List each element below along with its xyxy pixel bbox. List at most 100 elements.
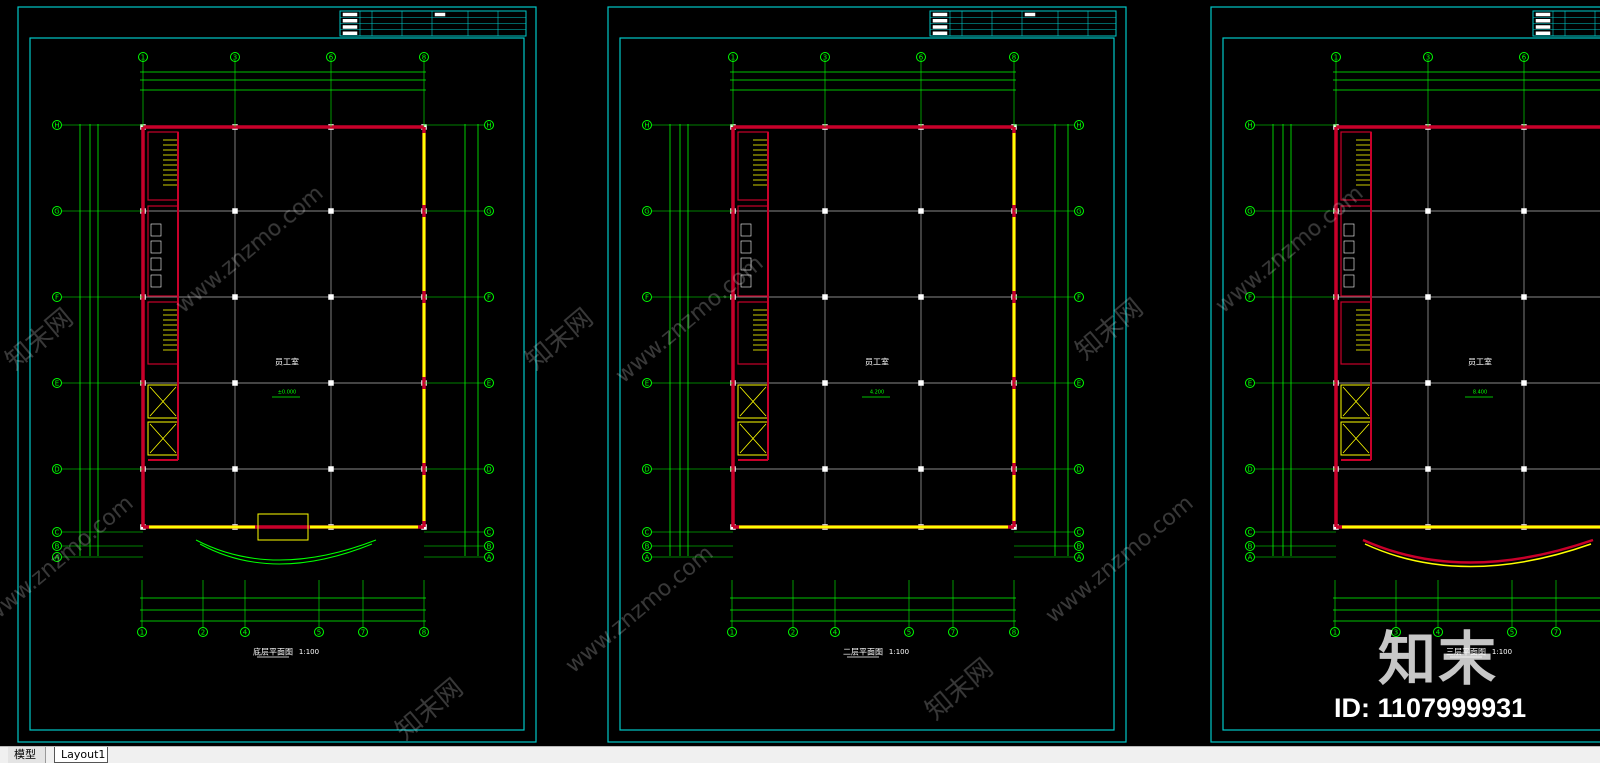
axis-bubble-right-H [1074,120,1084,130]
sheet-title: 二层平面图 [843,648,883,657]
toilet-fixture [740,274,752,288]
axis-bubble-left-A [1245,552,1255,562]
structural-column [1425,466,1431,472]
elevator-cross [149,386,177,417]
toilet-block [147,205,179,297]
axis-bubble-top-3-label: 3 [233,54,237,62]
sheet-outer-frame [17,6,537,743]
structural-column [1521,294,1527,300]
title-block-text-mark [342,12,358,17]
axis-bubble-right-F-label: F [487,294,491,302]
toilet-fixture [740,257,752,271]
room-label: 员工室 [275,357,299,367]
axis-bubble-bottom-4 [240,627,250,637]
tab-layout1[interactable]: Layout1 [54,747,108,763]
axis-bubble-bottom-5-label: 5 [1510,629,1514,637]
axis-bubble-bottom-4 [830,627,840,637]
axis-bubble-right-F [1074,292,1084,302]
sheet-title: 三层平面图 [1446,648,1486,657]
axis-bubble-left-E [52,378,62,388]
entrance-steps [199,543,373,565]
structural-column [328,380,334,386]
axis-bubble-left-C-label: C [645,529,650,537]
axis-bubble-left-C [642,527,652,537]
toilet-fixture [150,240,162,254]
axis-bubble-left-C-label: C [1248,529,1253,537]
entrance-steps [195,539,377,561]
sheet-scale: 1:100 [299,648,319,656]
axis-bubble-left-H-label: H [644,122,649,130]
axis-bubble-bottom-8-label: 8 [1012,629,1016,637]
title-block [339,10,527,37]
axis-bubble-bottom-7 [358,627,368,637]
axis-bubble-top-6-label: 6 [329,54,334,62]
axis-bubble-top-8 [419,52,429,62]
level-mark: ±0.000 [278,390,297,396]
axis-bubble-top-8 [1009,52,1019,62]
structural-column [1521,466,1527,472]
room-label: 员工室 [865,357,889,367]
watermark-layer: www.znzmo.comwww.znzmo.comwww.znzmo.comw… [0,181,1368,746]
axis-bubble-bottom-1 [137,627,147,637]
axis-bubble-top-1 [138,52,148,62]
axis-bubble-right-A-label: A [1077,554,1082,562]
toilet-fixture [1343,274,1355,288]
axis-bubble-top-1 [1331,52,1341,62]
title-block-text-mark [1535,31,1551,35]
title-block-text-mark [1535,25,1551,29]
axis-bubble-left-G [1245,206,1255,216]
axis-bubble-right-D [484,464,494,474]
sheet-inner-frame [1222,37,1600,731]
axis-bubble-left-E-label: E [645,380,649,388]
axis-bubble-bottom-3 [1391,627,1401,637]
axis-bubble-left-A-label: A [55,554,60,562]
level-mark: 8.400 [1473,390,1487,396]
structural-column [1425,380,1431,386]
structural-column [328,466,334,472]
axis-bubble-right-C [484,527,494,537]
sheet-outer-frame [607,6,1127,743]
watermark-site: www.znzmo.com [611,251,768,389]
axis-bubble-right-B-label: B [487,543,492,551]
level-mark: 4.200 [870,390,884,396]
tab-model[interactable]: 模型 [8,747,46,763]
elevator-cross [1342,386,1370,417]
title-block-text-mark [1535,19,1551,23]
axis-bubble-top-1-label: 1 [1334,54,1338,62]
structural-column [1425,294,1431,300]
axis-bubble-right-E-label: E [1077,380,1081,388]
axis-bubble-right-H [484,120,494,130]
axis-bubble-left-F [642,292,652,302]
axis-bubble-left-F [52,292,62,302]
axis-bubble-bottom-5 [904,627,914,637]
axis-bubble-left-H [52,120,62,130]
axis-bubble-top-1-label: 1 [141,54,145,62]
axis-bubble-left-A [642,552,652,562]
axis-bubble-right-H-label: H [486,122,491,130]
stair-enclosure [147,131,179,201]
structural-column [232,466,238,472]
toilet-fixture [740,240,752,254]
axis-bubble-bottom-4-label: 4 [833,629,838,637]
elevator-cross [1342,423,1370,454]
sheet-inner-frame [29,37,525,731]
elevator-cross [739,386,767,417]
axis-bubble-left-D-label: D [54,466,59,474]
axis-bubble-right-E [1074,378,1084,388]
title-block [929,10,1117,37]
structural-column [918,466,924,472]
axis-bubble-top-3 [230,52,240,62]
axis-bubble-top-3-label: 3 [1426,54,1430,62]
axis-bubble-right-A [484,552,494,562]
axis-bubble-right-F-label: F [1077,294,1081,302]
title-block-text-mark [342,19,358,23]
axis-bubble-left-B-label: B [1248,543,1253,551]
service-core [737,131,769,461]
structural-column [1521,208,1527,214]
axis-bubble-bottom-7-label: 7 [1554,629,1558,637]
curved-facade [1362,538,1594,564]
sheet-scale: 1:100 [889,648,909,656]
